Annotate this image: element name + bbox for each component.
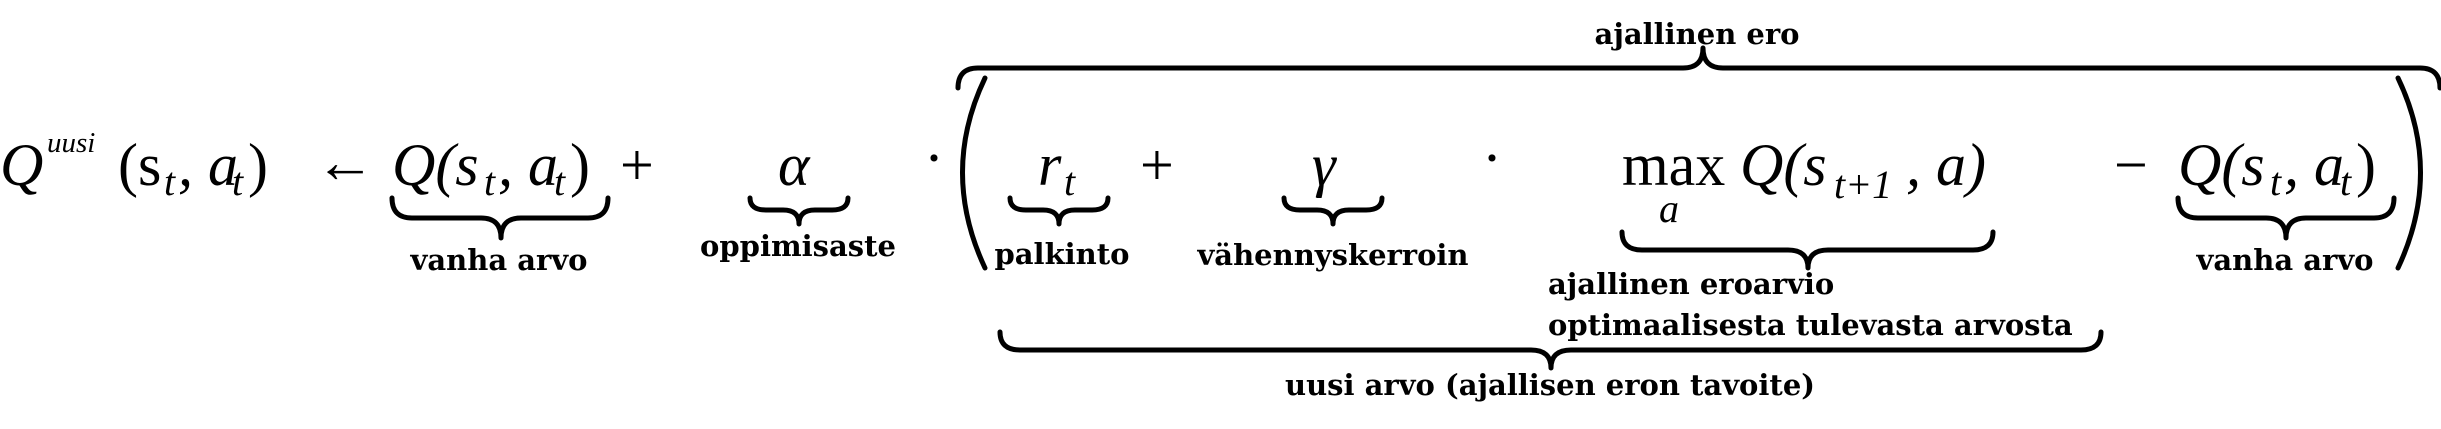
- q-new-t-sub-2: t: [232, 159, 244, 204]
- q-old2-comma-a: , a: [2284, 132, 2344, 198]
- big-right-paren: [2395, 75, 2423, 271]
- q-old-t-sub-2: t: [554, 159, 566, 204]
- cdot-2: ·: [1482, 125, 1502, 191]
- brace-vahennyskerroin: [1281, 195, 1385, 227]
- q-old-comma-a: , a: [498, 132, 558, 198]
- brace-ajallinen-eroarvio: [1619, 229, 1996, 271]
- q-old-close: ): [570, 132, 590, 198]
- q-next-t-plus-1: t+1: [1834, 162, 1892, 207]
- label-vanha-arvo-2: vanha arvo: [2196, 243, 2374, 277]
- brace-uusi-arvo: [997, 329, 2104, 371]
- reward-t-sub: t: [1064, 159, 1076, 204]
- q-new-t-sub: t: [164, 159, 176, 204]
- q-new-comma-a: , a: [178, 132, 238, 198]
- brace-ajallinen-ero: [955, 45, 2441, 91]
- plus-sign: +: [620, 132, 654, 198]
- brace-vanha-arvo-1: [389, 195, 611, 241]
- minus-sign: −: [2114, 132, 2148, 198]
- q-old2-close: ): [2356, 132, 2376, 198]
- q-next-comma-a-close: , a): [1906, 132, 1986, 198]
- q-old-open: Q(s: [392, 132, 479, 198]
- max-subscript: a: [1659, 186, 1679, 231]
- left-arrow: ←: [315, 129, 375, 195]
- q-old2-t-sub-2: t: [2340, 159, 2352, 204]
- brace-vanha-arvo-2: [2175, 195, 2397, 241]
- q-new-symbol: Q: [0, 132, 43, 198]
- reward-symbol: r: [1038, 132, 1062, 198]
- q-new-close: ): [248, 132, 268, 198]
- q-new-args-open: (s: [118, 132, 161, 198]
- label-ajallinen-eroarvio-1: ajallinen eroarvio: [1548, 267, 1834, 301]
- max-operator: max: [1622, 132, 1725, 198]
- q-old-t-sub: t: [484, 159, 496, 204]
- q-old2-open: Q(s: [2178, 132, 2265, 198]
- big-left-paren: [960, 75, 988, 271]
- label-oppimisaste: oppimisaste: [700, 229, 896, 263]
- alpha-symbol: α: [778, 132, 811, 198]
- gamma-symbol: γ: [1312, 132, 1337, 198]
- plus-sign-2: +: [1140, 132, 1174, 198]
- label-vahennyskerroin: vähennyskerroin: [1196, 238, 1468, 272]
- brace-oppimisaste: [747, 195, 851, 227]
- q-next-open: Q(s: [1740, 132, 1827, 198]
- label-ajallinen-eroarvio-2: optimaalisesta tulevasta arvosta: [1548, 308, 2073, 342]
- label-palkinto: palkinto: [994, 237, 1129, 271]
- brace-palkinto: [1007, 195, 1111, 227]
- q-old2-t-sub: t: [2270, 159, 2282, 204]
- q-new-superscript: uusi: [47, 127, 95, 159]
- label-vanha-arvo-1: vanha arvo: [410, 243, 588, 277]
- label-uusi-arvo: uusi arvo (ajallisen eron tavoite): [1285, 368, 1815, 402]
- cdot-1: ·: [924, 125, 944, 191]
- label-ajallinen-ero: ajallinen ero: [1595, 17, 1800, 51]
